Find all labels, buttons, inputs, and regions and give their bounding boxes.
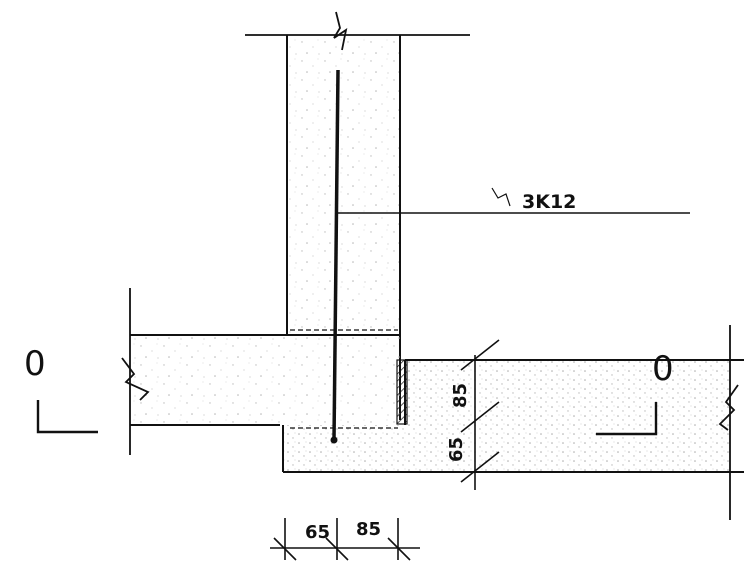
horizontal-dimension: 65 85 [270, 518, 420, 561]
left-slab [121, 288, 400, 455]
upper-wall [245, 11, 470, 420]
section-marker-right: 0 [596, 349, 674, 436]
vertical-dimension: 85 65 [446, 339, 500, 490]
right-slab [282, 325, 744, 520]
dimension-horizontal-left: 65 [305, 522, 330, 543]
section-marker-right-label: 0 [652, 349, 674, 389]
dimension-horizontal-right: 85 [356, 519, 381, 540]
section-marker-left-label: 0 [24, 344, 46, 384]
rebar-3k12 [330, 69, 340, 444]
dimension-vertical-lower: 65 [446, 437, 467, 462]
rebar-leader: 3K12 [338, 187, 690, 214]
section-marker-left: 0 [24, 344, 98, 434]
hatched-bearing-strip [396, 359, 408, 425]
rebar-label: 3K12 [522, 191, 576, 213]
dimension-vertical-upper: 85 [450, 383, 471, 408]
